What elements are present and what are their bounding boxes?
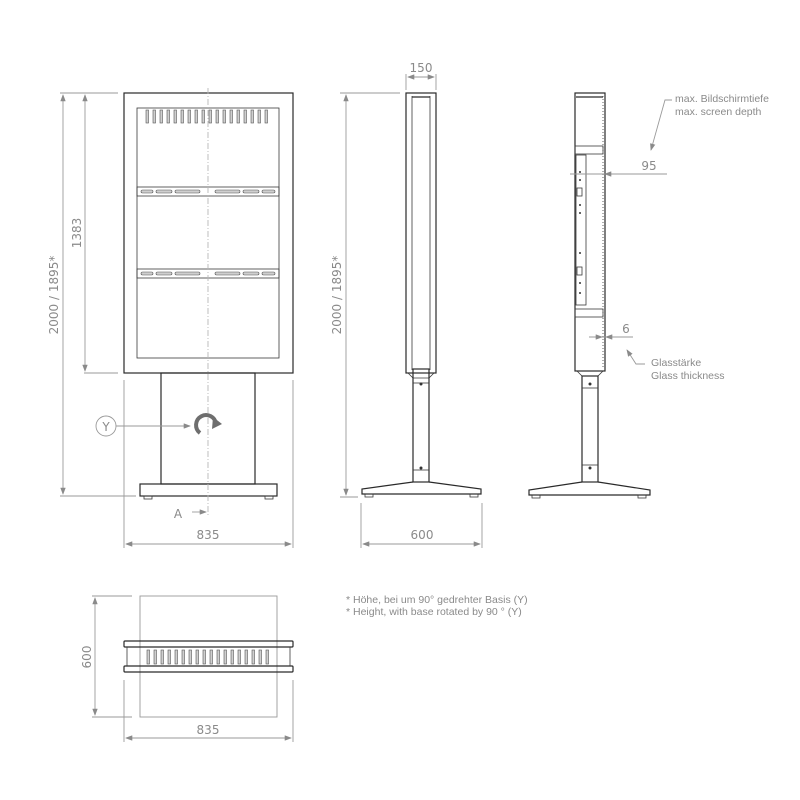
vesa-bracket xyxy=(575,154,587,306)
side-total-height-label: 2000 / 1895* xyxy=(330,256,344,335)
top-view: 600 835 xyxy=(80,595,294,742)
top-housing-back xyxy=(123,665,294,673)
rotation-marker-label: Y xyxy=(101,420,110,434)
base-footprint xyxy=(139,595,278,718)
display-housing xyxy=(123,92,294,374)
side-housing xyxy=(405,92,437,374)
front-width-label: 835 xyxy=(197,528,220,542)
screen-depth-note-de: max. Bildschirmtiefe xyxy=(675,93,769,105)
front-view: Y A 2000 / 1895* 1383 835 xyxy=(47,88,294,548)
screen-height-label: 1383 xyxy=(70,218,84,249)
footnote-de: * Höhe, bei um 90° gedrehter Basis (Y) xyxy=(346,594,528,606)
glass-thickness-value: 6 xyxy=(622,322,630,336)
foot-right xyxy=(264,495,274,500)
top-housing-front xyxy=(123,640,294,648)
side-depth-label: 150 xyxy=(410,61,433,75)
top-vent-slots xyxy=(146,649,269,665)
front-total-height-label: 2000 / 1895* xyxy=(47,256,61,335)
footnote-en: * Height, with base rotated by 90 ° (Y) xyxy=(346,606,522,618)
top-depth-label: 600 xyxy=(80,646,94,669)
profile-column xyxy=(581,375,599,483)
stand-base xyxy=(139,483,278,497)
section-marker-label: A xyxy=(174,507,183,521)
profile-base xyxy=(528,481,651,496)
foot-left xyxy=(143,495,153,500)
glass-note-de: Glasstärke xyxy=(651,357,701,369)
footnote: * Höhe, bei um 90° gedrehter Basis (Y) *… xyxy=(346,594,528,618)
side-base xyxy=(361,481,482,495)
top-vent-slots xyxy=(145,109,268,124)
top-width-label: 835 xyxy=(197,723,220,737)
profile-view: 95 max. Bildschirmtiefe max. screen dept… xyxy=(528,92,769,499)
side-view: 150 2000 / 1895* 600 xyxy=(330,61,483,548)
profile-housing xyxy=(574,92,606,372)
glass-note-en: Glass thickness xyxy=(651,370,725,382)
side-column xyxy=(412,368,430,483)
screen-depth-value: 95 xyxy=(641,159,656,173)
screen-depth-note-en: max. screen depth xyxy=(675,106,762,118)
side-base-width-label: 600 xyxy=(411,528,434,542)
